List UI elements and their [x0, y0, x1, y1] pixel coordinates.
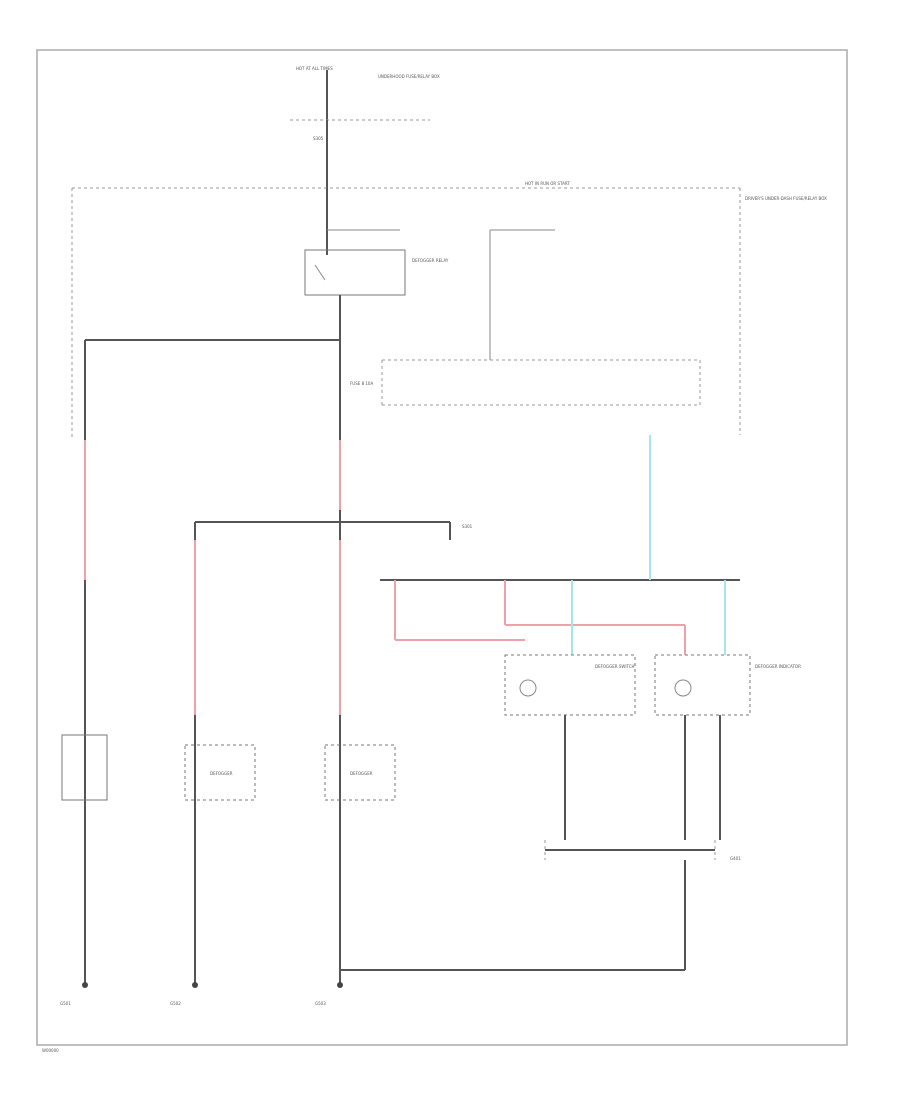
- underhood-box-label: UNDERHOOD FUSE/RELAY BOX: [378, 74, 440, 79]
- right-heater: [324, 744, 396, 801]
- relay-label: DEFOGGER RELAY: [412, 258, 449, 263]
- top-fuse-label: HOT AT ALL TIMES: [296, 66, 333, 71]
- ground-1-label: G501: [60, 1001, 71, 1006]
- diagram-frame: [36, 49, 848, 1046]
- left-heater: [184, 744, 256, 801]
- right-heater-label: DEFOGGER: [350, 771, 373, 776]
- switch-right-label: DEFOGGER INDICATOR: [755, 664, 801, 669]
- switch-left-label: DEFOGGER SWITCH: [595, 664, 635, 669]
- defogger-relay: [304, 249, 406, 296]
- defogger-indicator: [654, 654, 751, 716]
- left-module: [61, 734, 108, 801]
- defogger-switch: [504, 654, 636, 716]
- ground-3-label: G503: [315, 1001, 326, 1006]
- driver-control-label: DRIVER'S UNDER-DASH FUSE/RELAY BOX: [745, 196, 827, 201]
- splice-mid-label: S301: [462, 524, 473, 529]
- ground-4-label: G401: [730, 856, 741, 861]
- fuse-mid-label: FUSE 8 10A: [350, 381, 373, 386]
- top-splice-label: S305: [313, 136, 324, 141]
- left-heater-label: DEFOGGER: [210, 771, 233, 776]
- footer-code: W00000: [42, 1048, 59, 1053]
- ground-2-label: G502: [170, 1001, 181, 1006]
- bus-label: HOT IN RUN OR START: [525, 181, 570, 186]
